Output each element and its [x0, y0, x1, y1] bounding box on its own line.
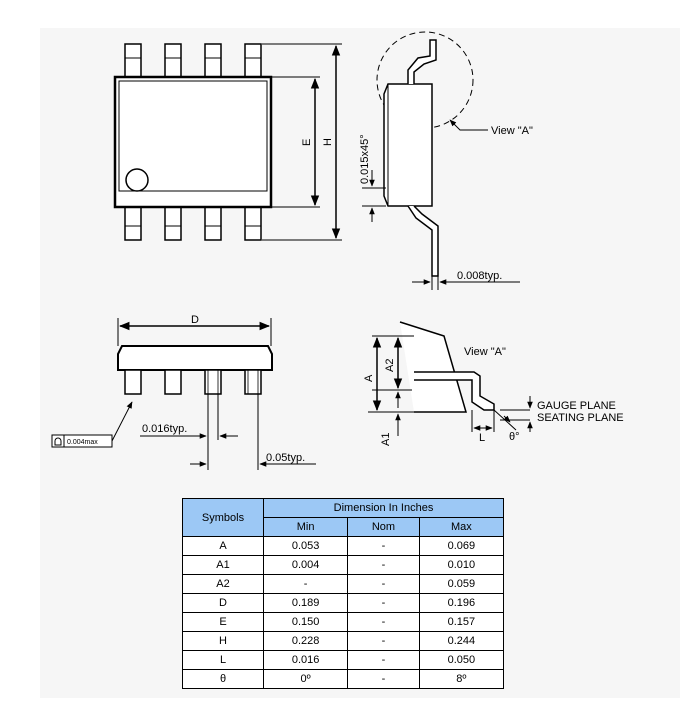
label-view-a-title: View "A": [464, 346, 506, 358]
top-pin: [244, 43, 262, 79]
cell-nom: -: [347, 612, 420, 632]
label-view-a-callout: View "A": [491, 125, 533, 137]
cell-min: 0.004: [262, 555, 349, 575]
label-A2: A2: [384, 359, 396, 372]
cell-min: 0.016: [262, 650, 349, 670]
cell-symbol: L: [182, 650, 264, 670]
cell-nom: -: [347, 593, 420, 613]
label-H: H: [322, 138, 334, 146]
cell-nom: -: [347, 574, 420, 594]
top-pin: [204, 43, 222, 79]
package-body: [113, 75, 273, 209]
dimension-group-header: Dimension In Inches: [263, 498, 504, 518]
side-view: [362, 31, 520, 290]
label-pitch: 0.05typ.: [266, 452, 305, 464]
cell-min: -: [262, 574, 349, 594]
top-pin: [124, 43, 142, 79]
bottom-pin: [164, 205, 182, 241]
cell-nom: -: [347, 555, 420, 575]
bottom-pin: [124, 205, 142, 241]
top-pin: [164, 43, 182, 79]
cell-max: 0.050: [418, 650, 505, 670]
label-lead-width: 0.016typ.: [142, 423, 187, 435]
front-pin: [124, 369, 142, 395]
table-row: A2--0.059: [182, 574, 505, 594]
cell-max: 0.157: [418, 612, 505, 632]
cell-nom: -: [347, 631, 420, 651]
cell-min: 0.228: [262, 631, 349, 651]
top-view: [113, 43, 342, 241]
col-min-header: Min: [262, 517, 349, 537]
cell-max: 0.244: [418, 631, 505, 651]
cell-symbol: A: [182, 536, 264, 556]
cell-symbol: A1: [182, 555, 264, 575]
label-seating-plane: SEATING PLANE: [537, 412, 624, 424]
label-lead-thickness: 0.008typ.: [457, 270, 502, 282]
cell-min: 0.189: [262, 593, 349, 613]
label-L: L: [479, 432, 485, 444]
label-theta: θ°: [509, 431, 520, 443]
cell-max: 8º: [418, 669, 505, 689]
table-subheader-row: Min Nom Max: [183, 517, 505, 537]
cell-max: 0.010: [418, 555, 505, 575]
label-A1: A1: [380, 433, 392, 446]
cell-symbol: H: [182, 631, 264, 651]
cell-min: 0.150: [262, 612, 349, 632]
pin1-marker: [125, 168, 149, 192]
front-pin: [164, 369, 182, 395]
cell-symbol: E: [182, 612, 264, 632]
bottom-pin: [244, 205, 262, 241]
cell-nom: -: [347, 650, 420, 670]
dimension-table: Symbols Dimension In Inches Min Nom Max …: [182, 498, 505, 689]
col-nom-header: Nom: [347, 517, 420, 537]
cell-symbol: D: [182, 593, 264, 613]
col-max-header: Max: [418, 517, 505, 537]
cell-min: 0º: [262, 669, 349, 689]
front-pin: [244, 369, 262, 395]
cell-min: 0.053: [262, 536, 349, 556]
cell-nom: -: [347, 669, 420, 689]
cell-max: 0.196: [418, 593, 505, 613]
label-D: D: [191, 314, 199, 326]
front-view: [51, 318, 316, 470]
label-gauge-plane: GAUGE PLANE: [537, 400, 616, 412]
cell-max: 0.069: [418, 536, 505, 556]
view-a-detail: [368, 321, 533, 436]
label-chamfer: 0.015x45°: [359, 134, 371, 184]
cell-nom: -: [347, 536, 420, 556]
table-header-row: Symbols Dimension In Inches: [182, 498, 504, 537]
label-A: A: [363, 374, 375, 382]
bottom-pin: [204, 205, 222, 241]
cell-symbol: θ: [182, 669, 264, 689]
cell-symbol: A2: [182, 574, 264, 594]
package-drawing: E H 0.015x45° View "A" 0.008typ.: [51, 31, 624, 470]
symbols-header: Symbols: [182, 498, 264, 537]
label-coplanarity: 0.004max: [67, 439, 98, 446]
label-E: E: [301, 139, 313, 146]
front-pin: [204, 369, 222, 395]
cell-max: 0.059: [418, 574, 505, 594]
